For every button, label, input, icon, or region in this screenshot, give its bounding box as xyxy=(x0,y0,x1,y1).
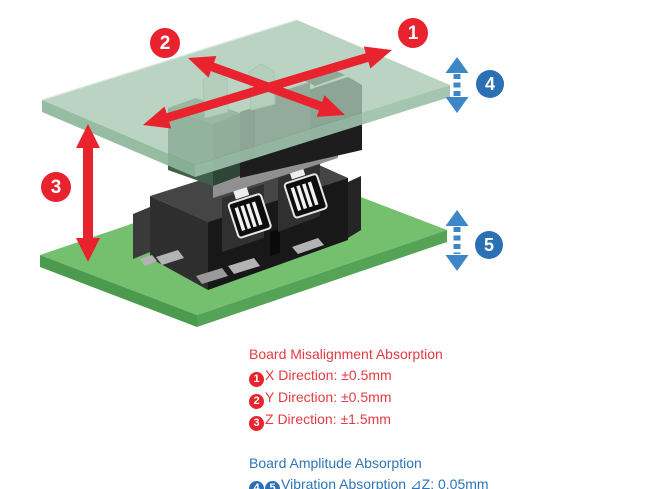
legend-item-vibration-text: Vibration Absorption ⊿Z: 0.05mm xyxy=(281,476,489,489)
bottom-board-edge-left xyxy=(40,255,197,327)
vibration-arrow-top xyxy=(445,57,469,113)
contact-window xyxy=(283,162,328,219)
legend-item-z-text: Z Direction: ±1.5mm xyxy=(265,411,391,427)
foot xyxy=(292,238,324,254)
badge-4: 4 xyxy=(249,481,264,489)
badge-1: 1 xyxy=(249,372,264,387)
arrowhead-up xyxy=(445,210,469,226)
contact-pin xyxy=(240,205,252,230)
receptacle-left-flange xyxy=(133,207,150,259)
contact-pin xyxy=(302,183,313,208)
contact-pin xyxy=(290,187,302,211)
foot xyxy=(228,258,260,274)
badge-5: 5 xyxy=(265,481,280,489)
marker-1: 1 xyxy=(398,18,428,48)
contact-pin xyxy=(234,207,246,231)
top-board-edge-left xyxy=(42,100,195,177)
legend-item-x-text: X Direction: ±0.5mm xyxy=(265,367,392,383)
bottom-board-edge-right xyxy=(197,230,447,327)
window-frame xyxy=(283,173,328,219)
contact-pin xyxy=(251,201,263,226)
marker-4: 4 xyxy=(476,70,504,98)
arrowhead-down xyxy=(445,255,469,271)
marker-3: 3 xyxy=(41,172,71,202)
misalignment-title: Board Misalignment Absorption xyxy=(249,346,443,362)
foot xyxy=(156,250,184,265)
contact-pin xyxy=(296,185,308,210)
vibration-arrow-bottom xyxy=(445,210,469,271)
foot xyxy=(196,268,228,284)
contact-pin xyxy=(246,203,257,228)
amplitude-title: Board Amplitude Absorption xyxy=(249,455,422,471)
badge-3: 3 xyxy=(249,416,264,431)
top-board-rim-highlight xyxy=(41,19,298,101)
legend-item-y-text: Y Direction: ±0.5mm xyxy=(265,389,392,405)
marker-5: 5 xyxy=(475,231,503,259)
y-direction-arrow xyxy=(188,56,345,117)
top-board-edge-right xyxy=(195,85,450,177)
z-direction-arrow xyxy=(76,124,100,262)
foot xyxy=(140,255,157,266)
contact-pin xyxy=(307,181,319,206)
arrowhead-down xyxy=(445,97,469,113)
badge-2: 2 xyxy=(249,394,264,409)
receptacle-right-flange xyxy=(348,176,361,238)
solder-feet xyxy=(140,238,324,284)
receptacle-front-left-face xyxy=(150,196,208,290)
receptacle-center-notch xyxy=(270,229,280,256)
marker-2: 2 xyxy=(150,28,180,58)
arrowhead-up xyxy=(445,57,469,73)
